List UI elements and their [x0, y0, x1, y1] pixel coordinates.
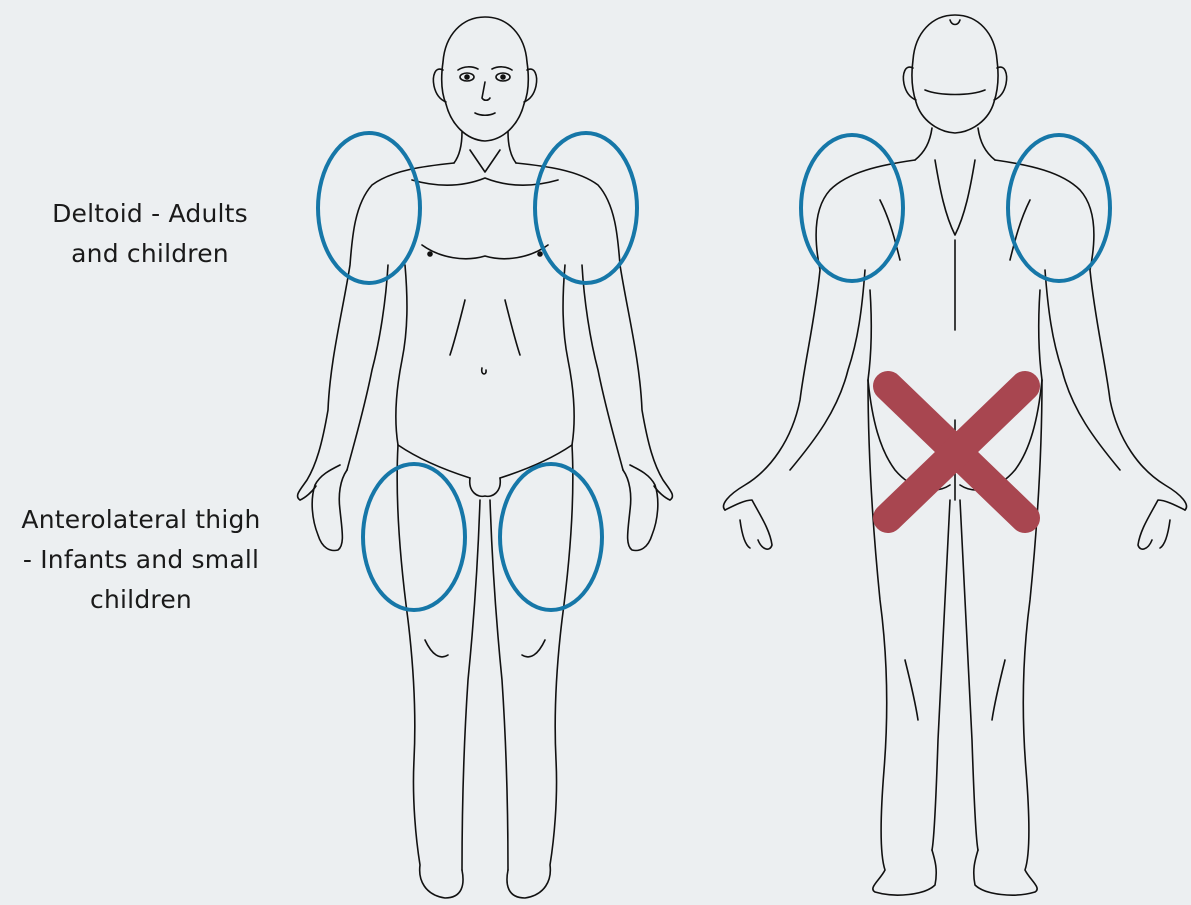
thigh-label-line-1: Anterolateral thigh — [0, 500, 282, 540]
deltoid-site-label: Deltoid - Adults and children — [20, 194, 280, 274]
deltoid-label-line-1: Deltoid - Adults — [20, 194, 280, 234]
thigh-label-line-2: - Infants and small — [0, 540, 282, 580]
thigh-site-label: Anterolateral thigh - Infants and small … — [0, 500, 282, 620]
deltoid-label-line-2: and children — [20, 234, 280, 274]
thigh-label-line-3: children — [0, 580, 282, 620]
